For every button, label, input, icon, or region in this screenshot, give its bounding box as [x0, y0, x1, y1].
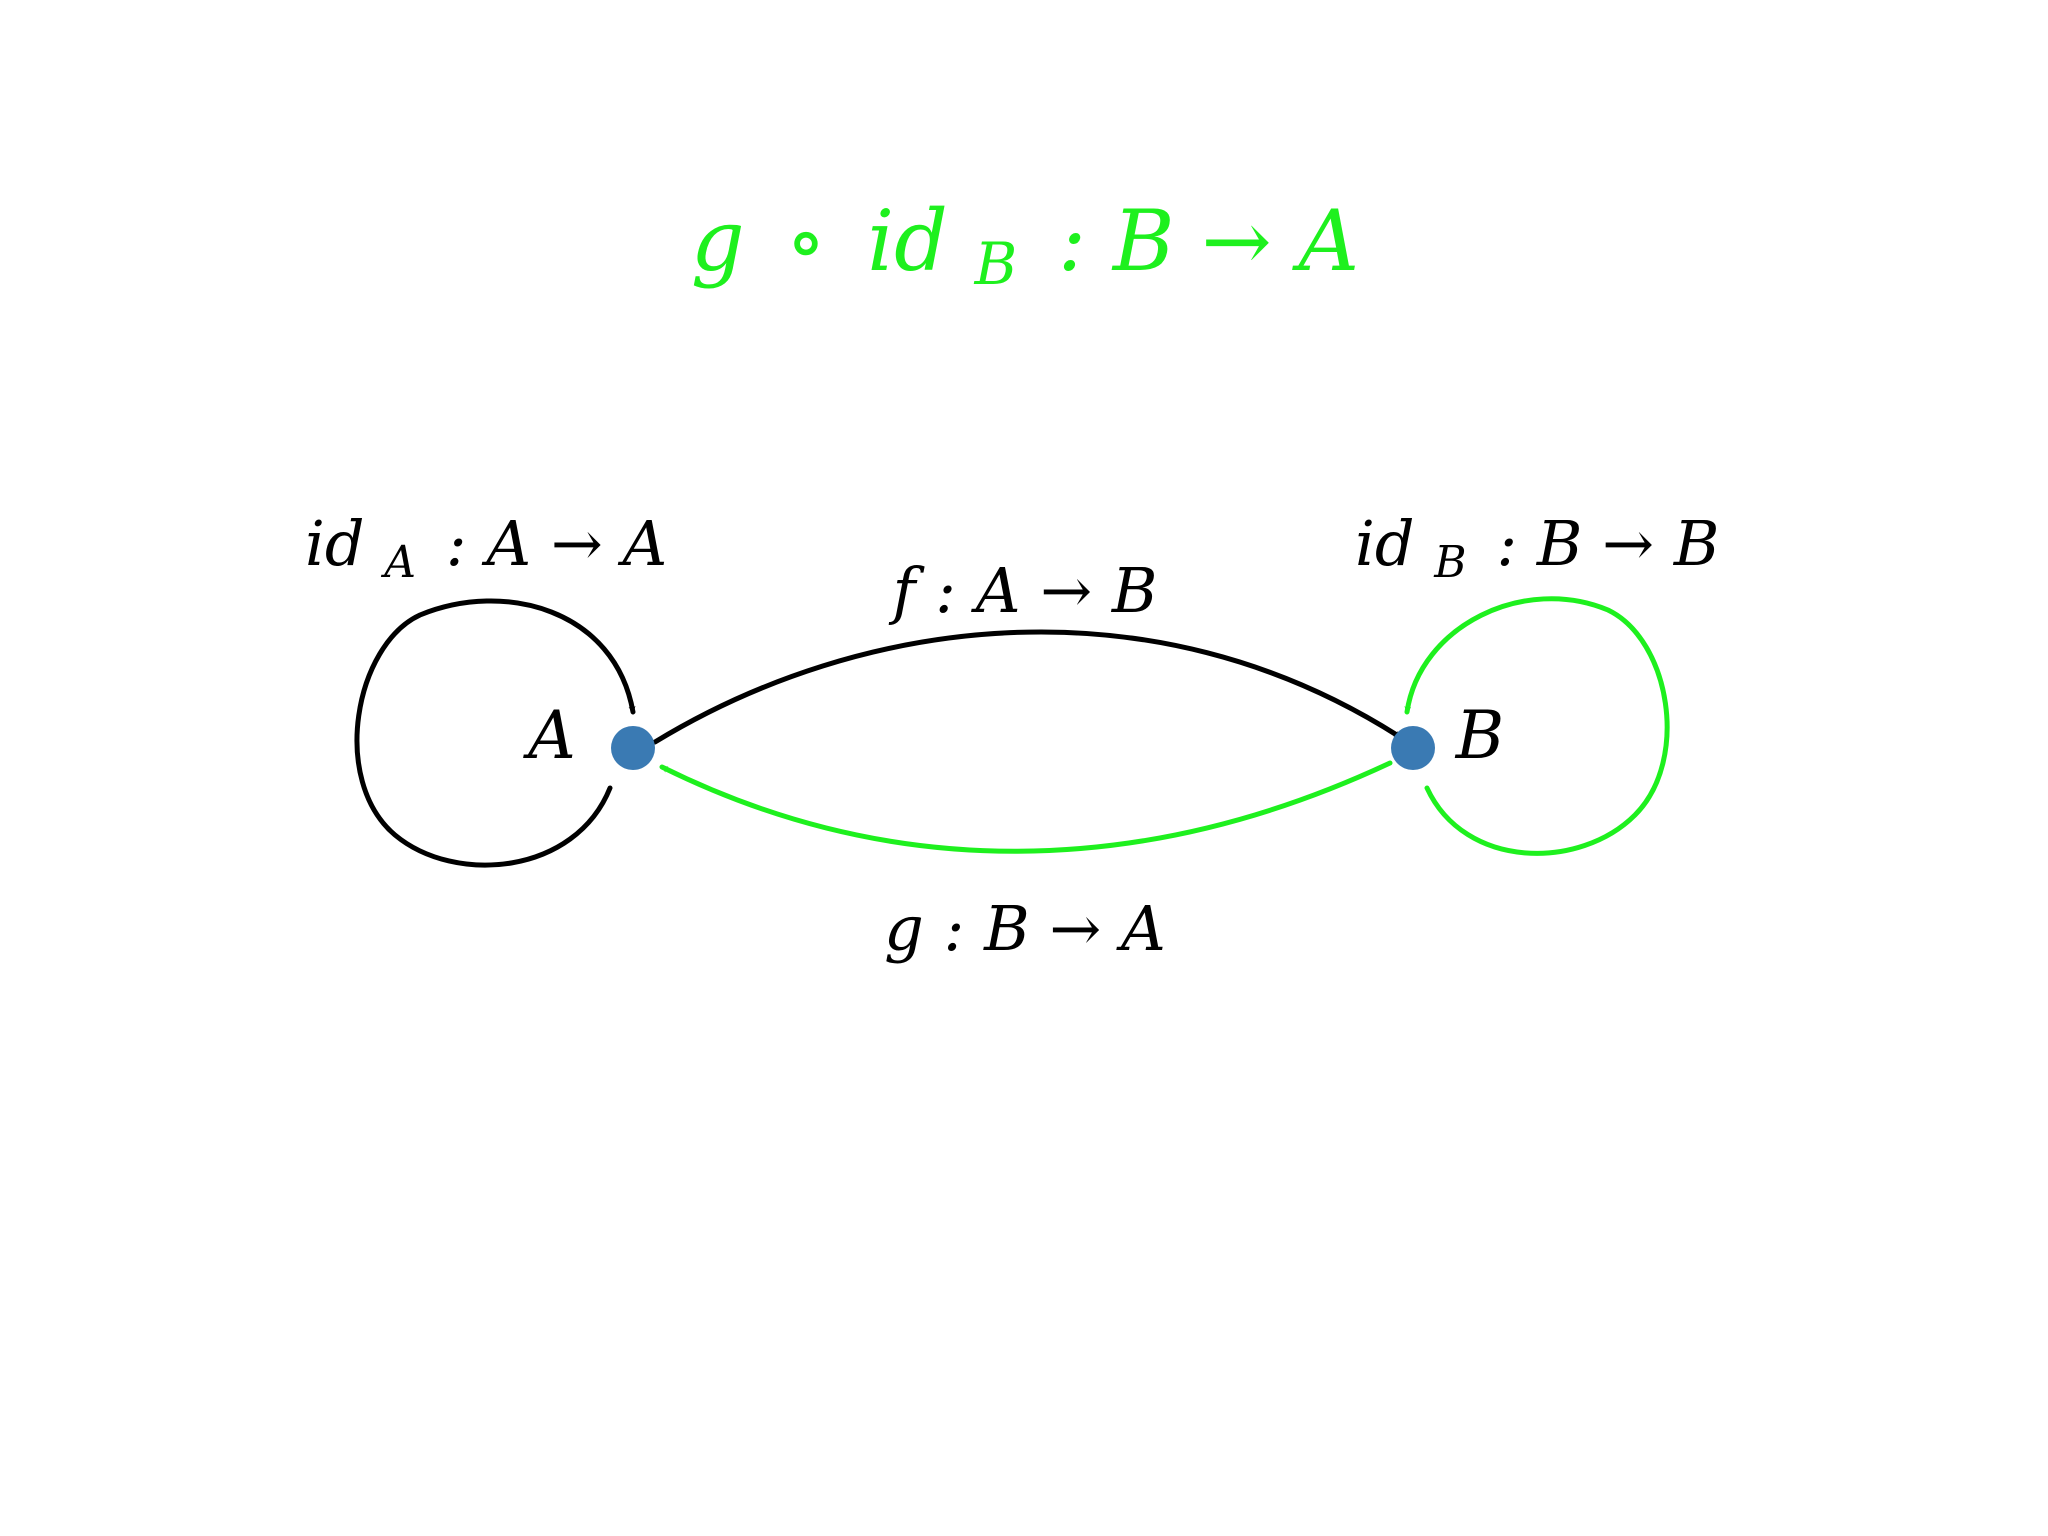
identity-loop-a [354, 598, 636, 868]
identity-a-rest: : A → A [446, 507, 668, 580]
identity-a-id: id [305, 507, 365, 580]
title-rest: : B → A [1058, 192, 1359, 290]
title-id: id [867, 192, 948, 290]
arrow-f-label: f : A → B [889, 554, 1158, 627]
arrow-f-a-to-b [652, 629, 1403, 745]
identity-b-subscript: B [1433, 537, 1466, 588]
title-formula: g ∘ id B : B → A [691, 192, 1359, 304]
identity-a-label: id A : A → A [305, 507, 667, 592]
identity-b-id: id [1355, 507, 1415, 580]
identity-loop-b[interactable] [1404, 596, 1670, 856]
identity-b-label: id B : B → B [1355, 507, 1719, 592]
title-g: g [691, 192, 745, 290]
compose-operator: ∘ [785, 192, 826, 290]
identity-b-rest: : B → B [1496, 507, 1719, 580]
node-a[interactable] [611, 726, 655, 770]
node-b-label: B [1455, 697, 1505, 774]
arrow-g-label: g : B → A [884, 892, 1166, 965]
identity-a-subscript: A [380, 537, 416, 588]
node-b[interactable] [1391, 726, 1435, 770]
title-subscript: B [974, 230, 1018, 298]
arrow-g-b-to-a[interactable] [659, 760, 1393, 854]
node-a-label: A [522, 697, 576, 774]
